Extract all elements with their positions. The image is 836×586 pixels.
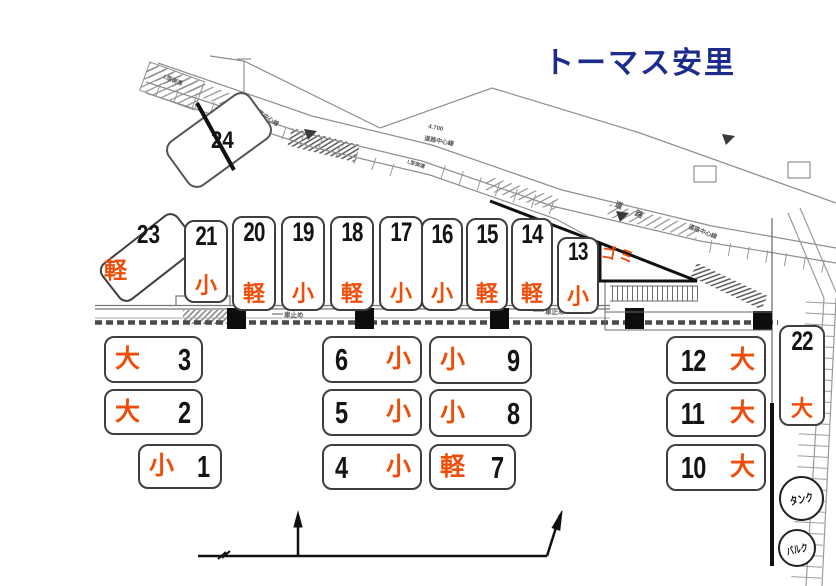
stall-1: 小 1 bbox=[138, 444, 222, 489]
stall-size-label: 小 bbox=[149, 452, 175, 480]
stall-4: 4 小 bbox=[322, 444, 422, 490]
stall-size-label: 小 bbox=[194, 273, 217, 298]
car-stop-label: 車止め bbox=[545, 307, 565, 316]
center-line-label: 道路中心線 bbox=[424, 134, 455, 148]
stall-24-number: 24 bbox=[211, 127, 234, 154]
stall-number: 18 bbox=[341, 217, 363, 247]
stall-10: 10 大 bbox=[666, 444, 766, 491]
stall-number: 21 bbox=[195, 221, 217, 251]
stall-2: 大 2 bbox=[104, 389, 203, 435]
stall-16: 16 小 bbox=[421, 218, 463, 311]
stall-size-label: 大 bbox=[115, 345, 141, 373]
stall-number: 16 bbox=[431, 219, 453, 249]
stall-8: 小 8 bbox=[429, 389, 532, 437]
stall-size-label: 小 bbox=[440, 398, 466, 427]
tank-marker: タンク bbox=[779, 476, 824, 521]
stall-number: 15 bbox=[476, 219, 498, 249]
stall-number: 2 bbox=[177, 394, 191, 430]
stall-number: 13 bbox=[568, 238, 588, 266]
road-arrow-markers bbox=[304, 129, 735, 222]
stall-size-label: 小 bbox=[389, 281, 412, 306]
stall-13: 13 小 bbox=[557, 237, 599, 314]
stall-5: 5 小 bbox=[322, 389, 422, 436]
dimension-label: 4.700 bbox=[428, 124, 445, 133]
stall-14: 14 軽 bbox=[511, 218, 553, 311]
page-title: トーマス安里 bbox=[544, 47, 736, 80]
stall-19: 19 小 bbox=[281, 216, 325, 311]
stall-number: 7 bbox=[490, 449, 504, 485]
stall-size-label: 大 bbox=[790, 396, 813, 421]
stall-6: 6 小 bbox=[322, 336, 422, 383]
stall-15: 15 軽 bbox=[466, 218, 508, 311]
stall-number: 1 bbox=[196, 449, 210, 484]
stall-size-label: 小 bbox=[440, 345, 466, 374]
stall-number: 20 bbox=[243, 217, 265, 247]
stall-number: 8 bbox=[506, 395, 520, 431]
stall-23-size-label: 軽 bbox=[104, 257, 127, 283]
stall-21: 21 小 bbox=[184, 220, 228, 303]
bulk-marker: バルク bbox=[778, 529, 816, 567]
stall-number: 6 bbox=[334, 342, 348, 377]
stall-20: 20 軽 bbox=[232, 216, 276, 311]
stall-size-label: 小 bbox=[385, 345, 411, 373]
stall-size-label: 大 bbox=[115, 397, 141, 426]
stall-size-label: 小 bbox=[385, 452, 411, 481]
stall-23-number: 23 bbox=[136, 219, 161, 249]
stall-size-label: 小 bbox=[566, 284, 589, 309]
stall-17: 17 小 bbox=[379, 216, 423, 311]
stall-size-label: 軽 bbox=[340, 281, 363, 306]
entrance-arrows bbox=[198, 510, 563, 560]
center-line-label: 道路中心線 bbox=[687, 222, 718, 240]
stall-number: 3 bbox=[177, 342, 191, 377]
stall-number: 17 bbox=[390, 217, 412, 247]
stall-18: 18 軽 bbox=[330, 216, 374, 311]
stall-size-label: 軽 bbox=[475, 281, 498, 306]
stall-number: 5 bbox=[334, 395, 348, 430]
stall-number: 22 bbox=[791, 326, 813, 356]
stall-3: 大 3 bbox=[104, 336, 203, 383]
tank-label: タンク bbox=[788, 491, 815, 508]
stall-22: 22 大 bbox=[779, 325, 825, 426]
stall-size-label: 大 bbox=[729, 453, 755, 481]
stall-11: 11 大 bbox=[666, 389, 766, 437]
stall-number: 9 bbox=[506, 342, 520, 378]
stall-number: 14 bbox=[521, 219, 543, 249]
stairs-structure bbox=[604, 275, 772, 331]
stall-size-label: 大 bbox=[729, 398, 755, 427]
stall-number: 4 bbox=[334, 449, 348, 485]
stall-7: 軽 7 bbox=[429, 444, 516, 490]
gutter-label: L型側溝 bbox=[406, 158, 425, 170]
stall-size-label: 小 bbox=[385, 398, 411, 426]
bulk-label: バルク bbox=[785, 542, 810, 558]
stall-number: 11 bbox=[680, 395, 705, 431]
stall-size-label: 小 bbox=[430, 281, 453, 306]
stall-size-label: 軽 bbox=[520, 281, 543, 306]
stall-number: 19 bbox=[292, 217, 314, 247]
car-stop-label: 車止め bbox=[284, 310, 304, 319]
stall-size-label: 小 bbox=[291, 281, 314, 306]
stall-size-label: 軽 bbox=[440, 452, 466, 481]
stall-number: 10 bbox=[680, 450, 706, 485]
stall-number: 12 bbox=[680, 342, 706, 378]
stall-12: 12 大 bbox=[666, 336, 766, 384]
stall-9: 小 9 bbox=[429, 336, 532, 384]
stall-size-label: 大 bbox=[729, 345, 755, 374]
stall-size-label: 軽 bbox=[242, 281, 265, 306]
